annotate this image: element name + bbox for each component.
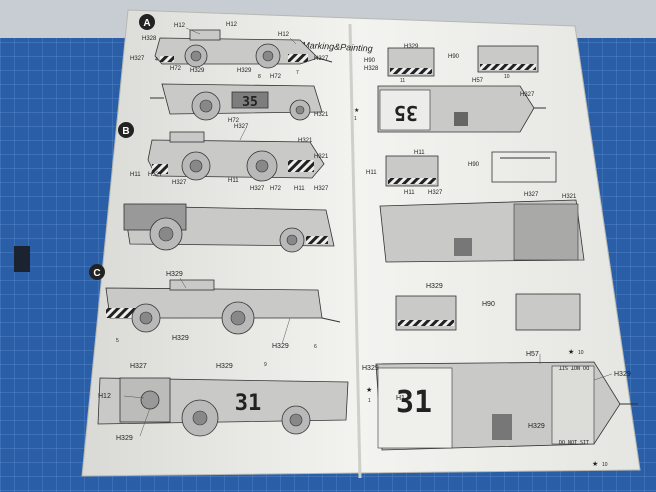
- callout-num-9-c: 9: [264, 362, 267, 368]
- callout-h329-r4: H329: [614, 371, 631, 378]
- callout-h327-r2: H327: [428, 190, 443, 196]
- callout-h72-a3: H72: [228, 118, 240, 124]
- section-a-label: A: [143, 18, 150, 29]
- callout-h327-b4: H327: [250, 186, 265, 192]
- callout-h11-r2: H11: [366, 170, 377, 176]
- callout-h329-c4: H329: [216, 363, 233, 370]
- callout-star-r1: ★: [354, 107, 359, 114]
- callout-star-r3: ★: [366, 386, 372, 394]
- tug-b-front-view: [385, 155, 439, 187]
- callout-h90-r1: H90: [364, 58, 376, 64]
- callout-h12-a3: H12: [278, 32, 290, 38]
- callout-h90-r2: H90: [448, 54, 460, 60]
- callout-h72-b: H72: [270, 186, 282, 192]
- callout-h329-c2: H329: [172, 335, 189, 342]
- callout-h90-r3: H90: [468, 162, 480, 168]
- tug-a-top-view: 35: [377, 85, 546, 133]
- callout-h57-r2: H57: [526, 351, 539, 358]
- leader-lines: [123, 27, 613, 437]
- section-b-label: B: [122, 126, 129, 137]
- callout-num-4-a: 4: [155, 57, 158, 63]
- callout-num-7-a: 7: [296, 70, 299, 76]
- callout-num-5-c: 5: [116, 338, 119, 344]
- section-a-marker: A: [139, 14, 155, 30]
- tug-a-front-view: [387, 47, 435, 77]
- section-title: Marking&Painting: [302, 40, 373, 54]
- callout-h329-r1: H329: [404, 44, 419, 50]
- tug-c-front-view: [395, 295, 457, 331]
- callout-h11-b1: H11: [130, 172, 141, 178]
- callout-h327-b3: H327: [172, 180, 187, 186]
- tug-b-top-view: [379, 199, 585, 263]
- tug-b-rear-view: [491, 151, 557, 183]
- tug-c-side-view-2: 31: [97, 377, 349, 437]
- tug-c-door-circle: [140, 390, 160, 410]
- callout-h327-c1: H327: [130, 363, 147, 370]
- sheet-center-fold: [348, 23, 362, 479]
- callout-h328-r: H328: [364, 66, 379, 72]
- do-not-sit-label-2: DO NOT SIT: [559, 440, 589, 446]
- callout-h327-r3: H327: [524, 192, 539, 198]
- tug-a-side-view-2: 35: [150, 83, 323, 121]
- tug-b-side-view-2: [123, 203, 335, 253]
- callout-star-r2: ★: [568, 348, 574, 356]
- callout-h329-a2: H329: [237, 68, 252, 74]
- callout-h12-c: H12: [98, 393, 111, 400]
- callout-h327-b5: H327: [314, 186, 329, 192]
- callout-h321-r: H321: [562, 194, 577, 200]
- tug-c-roof-number: 31: [396, 385, 432, 420]
- tug-b-side-view: [147, 131, 325, 182]
- section-c-marker: C: [89, 264, 105, 280]
- tug-c-side-view: [105, 279, 341, 335]
- callout-h1: H1: [396, 395, 405, 402]
- callout-num-8-a: 8: [258, 74, 261, 80]
- tug-a-side-view: [154, 29, 333, 69]
- callout-h12-a1: H12: [174, 23, 186, 29]
- callout-h321-a: H321: [314, 112, 329, 118]
- mat-dark-patch: [14, 246, 30, 272]
- callout-h329-r5: H329: [528, 423, 545, 430]
- section-c-label: C: [93, 268, 100, 279]
- callout-h329-c5: H329: [116, 435, 133, 442]
- callout-h12-a2: H12: [226, 22, 238, 28]
- tug-a-roof-number: 35: [394, 101, 418, 125]
- tug-c-number: 31: [235, 391, 262, 416]
- section-b-marker: B: [118, 122, 134, 138]
- tug-c-rear-view: [515, 293, 581, 331]
- callout-num-1-r1: 1: [354, 116, 357, 122]
- callout-num-11-r: 11: [400, 78, 405, 84]
- callout-h327-b1: H327: [234, 124, 249, 130]
- callout-num-6-c: 6: [314, 344, 317, 350]
- callout-h329-r3: H329: [362, 365, 379, 372]
- callout-h329-r2: H329: [426, 283, 443, 290]
- do-not-sit-label-1: DO NOT SIT: [559, 364, 589, 370]
- callout-num-10-r3: 10: [602, 462, 608, 468]
- callout-h11-r1: H11: [414, 150, 425, 156]
- tug-a-number: 35: [242, 95, 258, 110]
- callout-h327-a1: H327: [130, 56, 145, 62]
- callout-h57-r1: H57: [472, 78, 484, 84]
- callout-h327-b2: H327: [148, 172, 163, 178]
- callout-h11-r3: H11: [404, 190, 415, 196]
- callout-h327-r1: H327: [520, 92, 535, 98]
- callout-h11-b3: H11: [294, 186, 305, 192]
- callout-h11-b2: H11: [228, 178, 239, 184]
- tug-a-rear-view: [477, 45, 539, 73]
- callout-h329-c3: H329: [272, 343, 289, 350]
- callout-h327-a2: H327: [314, 56, 329, 62]
- callout-h321-b2: H321: [314, 154, 329, 160]
- callout-h90-r4: H90: [482, 301, 495, 308]
- callout-h72-a1: H72: [170, 66, 182, 72]
- callout-num-10-r2: 10: [578, 350, 584, 356]
- callout-num-10-r: 10: [504, 74, 510, 80]
- callout-h328-a: H328: [142, 36, 157, 42]
- callout-h321-b1: H321: [298, 138, 313, 144]
- callout-h329-a1: H329: [190, 68, 205, 74]
- callout-h72-a2: H72: [270, 74, 282, 80]
- callout-star-r4: ★: [592, 460, 598, 468]
- callout-num-1-r2: 1: [368, 398, 371, 404]
- callout-h329-c1: H329: [166, 271, 183, 278]
- tug-c-top-view: 31 DO NOT SIT DO NOT SIT: [375, 361, 638, 451]
